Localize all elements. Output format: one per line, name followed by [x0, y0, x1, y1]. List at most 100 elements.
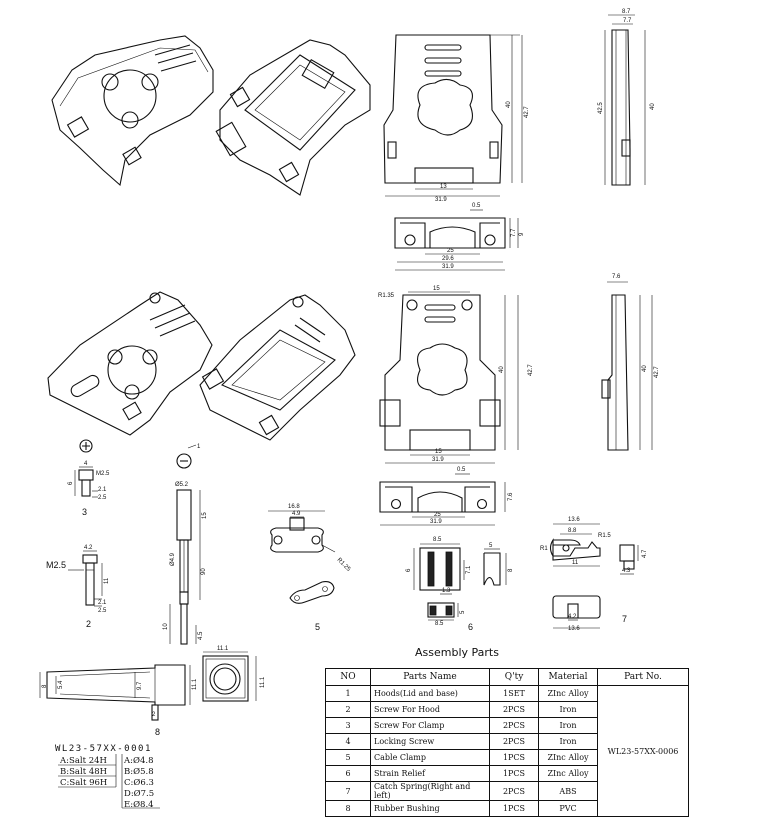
cell-name: Screw For Clamp [370, 717, 490, 734]
dim-label: 6 [68, 481, 74, 485]
cell-material: ZInc Alloy [538, 765, 598, 782]
diameter-option: D:Ø7.5 [124, 789, 155, 799]
dim-label: 5 [460, 610, 466, 614]
dim-label: R1.5 [598, 533, 611, 539]
dim-label: 1 [197, 444, 201, 450]
dim-label: Ø4.9 [170, 552, 176, 566]
iso-hood-top-left [51, 35, 214, 187]
dim-label: 0.5 [472, 203, 481, 209]
cell-no: 2 [325, 701, 371, 718]
dim-label: 4.2 [84, 545, 93, 551]
dim-label: 13.6 [568, 517, 580, 523]
front-view-top: 40 42.7 13 31.9 [383, 34, 530, 203]
dim-label: 8.5 [433, 537, 442, 543]
dim-label: 40 [506, 101, 512, 108]
salt-option: C:Salt 96H [60, 778, 108, 788]
dim-label: 13.6 [568, 626, 580, 632]
dim-label: 40 [499, 366, 505, 373]
cell-no: 1 [325, 685, 371, 702]
dim-label: 42.5 [598, 102, 604, 114]
diameter-option: A:Ø4.8 [124, 756, 154, 766]
cell-name: Locking Screw [370, 733, 490, 750]
diameter-option: B:Ø5.8 [124, 767, 154, 777]
table-header-row: NO Parts Name Q'ty Material Part No. [325, 668, 689, 686]
dim-label: 2.1 [98, 600, 107, 606]
dim-label: 4 [84, 461, 88, 467]
cell-qty: 1SET [489, 685, 539, 702]
bottom-view-top: 0.5 25 29.6 31.9 7.7 9 [394, 203, 525, 271]
cell-name: Cable Clamp [370, 749, 490, 766]
dim-label: 7.6 [612, 274, 621, 280]
dim-label: Ø5.2 [175, 482, 189, 488]
part-3-clamp-screw: 4 M2.5 2.1 2.5 6 3 [68, 439, 110, 517]
diameter-option: E:Ø8.4 [124, 800, 154, 810]
dim-label: 7.1 [466, 565, 472, 574]
ordering-code-text: WL23-57XX-0001 [55, 744, 152, 754]
dim-label: 11.1 [217, 646, 229, 652]
part-number-label: 5 [315, 622, 320, 632]
dim-label: 9 [519, 232, 525, 236]
cell-material: ZInc Alloy [538, 685, 598, 702]
cell-qty: 2PCS [489, 701, 539, 718]
dim-label: 7.7 [511, 228, 517, 237]
table-row: 4 Locking Screw 2PCS Iron [325, 733, 689, 750]
cell-material: ABS [538, 781, 598, 801]
dim-label: R1.35 [378, 293, 395, 299]
dim-label: 31.9 [430, 519, 442, 525]
dim-label: 8 [42, 684, 48, 688]
dim-label: 11 [572, 560, 579, 566]
diameter-options: A:Ø4.8 B:Ø5.8 C:Ø6.3 D:Ø7.5 E:Ø8.4 [124, 756, 154, 811]
table-row: 1 Hoods(Lid and base) 1SET ZInc Alloy WL… [325, 685, 689, 817]
table-row: 3 Screw For Clamp 2PCS Iron [325, 717, 689, 734]
cell-qty: 2PCS [489, 733, 539, 750]
dim-label: M2.5 [96, 471, 110, 477]
dim-label: 31.9 [432, 457, 444, 463]
table-row: 8 Rubber Bushing 1PCS PVC [325, 800, 689, 817]
dim-label: 13 [440, 184, 447, 190]
cell-no: 4 [325, 733, 371, 750]
part-7-catch-spring: 13.6 8.8 R1.5 R1 11 4.7 4.3 4.2 13.6 7 [540, 517, 648, 632]
dim-label: 4.3 [622, 568, 631, 574]
dim-label: 2.5 [98, 608, 107, 614]
dim-label: 2.1 [98, 487, 107, 493]
header-name: Parts Name [370, 668, 490, 686]
dim-label: 90 [201, 568, 207, 575]
dim-label: 7.7 [623, 18, 632, 24]
header-no: NO [325, 668, 371, 686]
dim-label: 2.5 [98, 495, 107, 501]
ordering-code: WL23-57XX-0001 [55, 744, 152, 754]
cell-name: Rubber Bushing [370, 800, 490, 817]
cell-qty: 1PCS [489, 800, 539, 817]
dim-label: 11.1 [260, 676, 266, 688]
part-2-hood-screw: 4.2 M2.5 11 2.1 2.5 2 [46, 545, 110, 629]
dim-label: 42.7 [654, 366, 660, 378]
part-8-rubber-bushing: 8 5.4 9.7 11.1 2 8 11.1 11.1 [39, 646, 266, 737]
header-material: Material [538, 668, 598, 686]
dim-label: 15 [433, 286, 440, 292]
dim-label: 8.7 [622, 9, 631, 15]
dim-label: 16.8 [288, 504, 300, 510]
dim-label: 25 [434, 512, 441, 518]
part-6-strain-relief: 8.5 6 7.1 1.3 5 8 8.5 5 6 [406, 537, 514, 632]
bottom-view-mid: 0.5 25 31.9 7.6 [379, 467, 514, 526]
part-5-cable-clamp: 16.8 4.9 R1.25 5 [268, 504, 352, 632]
part-number-label: 6 [468, 622, 473, 632]
part-number-label: 7 [622, 614, 627, 624]
dim-label: 1.3 [442, 588, 451, 594]
dim-label: R1 [540, 546, 548, 552]
dim-label: 31.9 [435, 197, 447, 203]
dim-label: 4.2 [568, 614, 577, 620]
cell-qty: 2PCS [489, 781, 539, 801]
salt-option: B:Salt 48H [60, 767, 108, 777]
dim-label: 15 [202, 512, 208, 519]
dim-label: 5.4 [58, 680, 64, 689]
dim-label: M2.5 [46, 560, 66, 570]
diameter-option: C:Ø6.3 [124, 778, 154, 788]
cell-qty: 1PCS [489, 749, 539, 766]
cell-no: 3 [325, 717, 371, 734]
table-row: 2 Screw For Hood 2PCS Iron [325, 701, 689, 718]
cell-material: Iron [538, 701, 598, 718]
dim-label: 4.7 [642, 549, 648, 558]
dim-label: 31.9 [442, 264, 454, 270]
